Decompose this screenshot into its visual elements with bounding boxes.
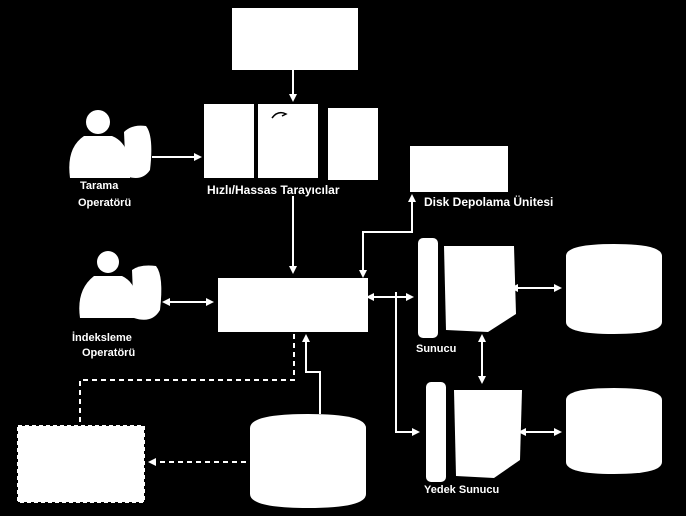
disk-storage-label: Disk Depolama Ünitesi	[424, 195, 554, 209]
scan-operator-figure	[69, 110, 152, 178]
scanner-2-slot	[271, 111, 288, 119]
index-operator-head	[97, 251, 119, 273]
scanners-label: Hızlı/Hassas Tarayıcılar	[207, 183, 340, 197]
index-operator-label-line2: Operatörü	[82, 347, 136, 359]
server-tower	[418, 238, 438, 338]
server-label: Sunucu	[416, 343, 457, 355]
output-box	[17, 425, 145, 503]
server-storage-drum	[566, 244, 662, 334]
backup-server-monitor	[454, 390, 522, 478]
scan-operator-head	[86, 110, 110, 134]
backup-storage-drum	[566, 388, 662, 474]
scan-operator-paper-stack	[124, 125, 152, 178]
arrow-center-to-disk	[359, 194, 416, 278]
index-operator-paper-stack	[132, 265, 162, 320]
scan-operator-body	[69, 136, 131, 178]
disk-storage-box	[410, 146, 508, 192]
input-box	[232, 8, 358, 70]
index-operator-figure	[79, 251, 162, 320]
dashed-center-to-output	[79, 334, 295, 424]
arrow-storage-to-center	[302, 334, 321, 414]
server-monitor	[444, 246, 516, 332]
backup-server-tower	[426, 382, 446, 482]
index-operator-label-line1: İndeksleme	[72, 332, 132, 344]
index-operator-body	[79, 276, 139, 318]
scan-operator-label-line1: Tarama	[80, 180, 119, 192]
central-storage-drum	[250, 414, 366, 508]
scan-operator-label-line2: Operatörü	[78, 197, 132, 209]
backup-server-label: Yedek Sunucu	[424, 484, 500, 496]
scanner-3	[328, 108, 378, 180]
center-workstation-box	[218, 278, 368, 332]
scanner-1	[204, 104, 254, 178]
scanner-2	[258, 104, 318, 178]
scanners-group	[204, 104, 378, 180]
arrow-center-to-backup	[395, 292, 420, 436]
